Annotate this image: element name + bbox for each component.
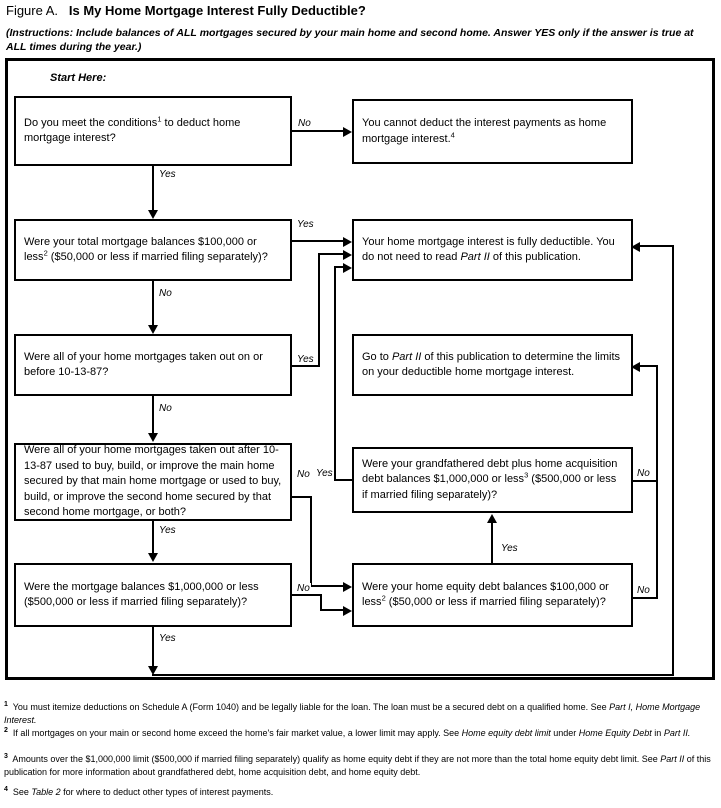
label-q2-yes: Yes xyxy=(296,219,315,230)
figure-label: Figure A. xyxy=(6,3,59,18)
footnote-2: 2 If all mortgages on your main or secon… xyxy=(4,727,691,738)
arrow-q3-no xyxy=(148,433,158,442)
edge-q6-no-h2 xyxy=(320,609,348,611)
edge-q2-no xyxy=(152,281,154,326)
arrow-q3-yes xyxy=(343,250,352,260)
edge-q3-yes-h1 xyxy=(292,365,320,367)
edge-q4-yesright-v xyxy=(334,266,336,481)
footnote-4: 4 See Table 2 for where to deduct other … xyxy=(4,786,274,797)
arrow-q1-no xyxy=(343,127,352,137)
arrow-q1-yes xyxy=(148,210,158,219)
edge-farright-v xyxy=(672,245,674,676)
arrow-bottom-to-fully-deductible xyxy=(631,242,640,252)
box-q3: Were all of your home mortgages taken ou… xyxy=(14,334,292,396)
box-q6: Were the mortgage balances $1,000,000 or… xyxy=(14,563,292,627)
footnote-1: 1 You must itemize deductions on Schedul… xyxy=(4,701,701,725)
edge-q1-no xyxy=(292,130,348,132)
footnote-3: 3 Amounts over the $1,000,000 limit ($50… xyxy=(4,753,711,777)
label-q4-no: No xyxy=(296,469,311,480)
edge-q3-no xyxy=(152,396,154,434)
label-q3-no: No xyxy=(158,403,173,414)
arrow-q6-no-to-q7 xyxy=(343,606,352,616)
arrow-q4-yes-down xyxy=(148,553,158,562)
edge-q5-no-h xyxy=(633,480,658,482)
edge-bottom-rail xyxy=(152,674,674,676)
edge-q3-yes-v xyxy=(318,253,320,367)
label-q3-yes: Yes xyxy=(296,354,315,365)
label-q1-no: No xyxy=(297,118,312,129)
box-q7: Were your home equity debt balances $100… xyxy=(352,563,633,627)
box-result-fully-deductible: Your home mortgage interest is fully ded… xyxy=(352,219,633,281)
label-q1-yes: Yes xyxy=(158,169,177,180)
box-q2: Were your total mortgage balances $100,0… xyxy=(14,219,292,281)
edge-q7-yes-v xyxy=(491,523,493,563)
box-q5: Were your grandfathered debt plus home a… xyxy=(352,447,633,513)
box-result-go-to-part-ii: Go to Part II of this publication to det… xyxy=(352,334,633,396)
edge-q6-yes-v xyxy=(152,627,154,671)
flowchart-frame xyxy=(5,58,715,680)
edge-q5-no-v xyxy=(656,365,658,482)
arrow-q4-yes-to-fully-deductible xyxy=(343,263,352,273)
edge-q2-yes xyxy=(292,240,348,242)
edge-farright-to-r2 xyxy=(640,245,674,247)
instructions-text: (Instructions: Include balances of ALL m… xyxy=(6,27,694,53)
edge-q4-no-h xyxy=(292,496,312,498)
start-here-label: Start Here: xyxy=(50,72,107,84)
edge-q7-no-h xyxy=(633,597,658,599)
arrow-q2-yes xyxy=(343,237,352,247)
edge-q6-no-h1 xyxy=(292,594,322,596)
arrow-q7-yes-up xyxy=(487,514,497,523)
page-title: Figure A. Is My Home Mortgage Interest F… xyxy=(6,3,366,18)
label-q2-no: No xyxy=(158,288,173,299)
edge-q4-yesright-h-top xyxy=(334,266,348,268)
label-q4-yes-down: Yes xyxy=(158,525,177,536)
box-q1: Do you meet the conditions1 to deduct ho… xyxy=(14,96,292,166)
label-q6-yes: Yes xyxy=(158,633,177,644)
label-q6-no: No xyxy=(296,583,311,594)
label-q4-yes-right: Yes xyxy=(315,468,334,479)
figure-title: Is My Home Mortgage Interest Fully Deduc… xyxy=(68,3,366,18)
edge-q1-yes xyxy=(152,166,154,211)
edge-q5-no-h2 xyxy=(640,365,658,367)
edge-q4-no-v xyxy=(310,496,312,587)
box-q4: Were all of your home mortgages taken ou… xyxy=(14,443,292,521)
box-result-not-deductible: You cannot deduct the interest payments … xyxy=(352,99,633,164)
edge-q4-yes-down xyxy=(152,521,154,554)
arrow-q5-no-to-part-ii xyxy=(631,362,640,372)
label-q5-no: No xyxy=(636,468,651,479)
arrow-q6-yes-down xyxy=(148,666,158,675)
edge-q4-yesright-h-bottom xyxy=(334,479,352,481)
arrow-q4-no-to-q7 xyxy=(343,582,352,592)
edge-q7-no-v xyxy=(656,482,658,599)
edge-q4-no-h2 xyxy=(310,585,348,587)
label-q7-no: No xyxy=(636,585,651,596)
arrow-q2-no xyxy=(148,325,158,334)
edge-q3-yes-h2 xyxy=(318,253,348,255)
edge-q6-no-v xyxy=(320,594,322,611)
label-q5-yes: Yes xyxy=(500,543,519,554)
